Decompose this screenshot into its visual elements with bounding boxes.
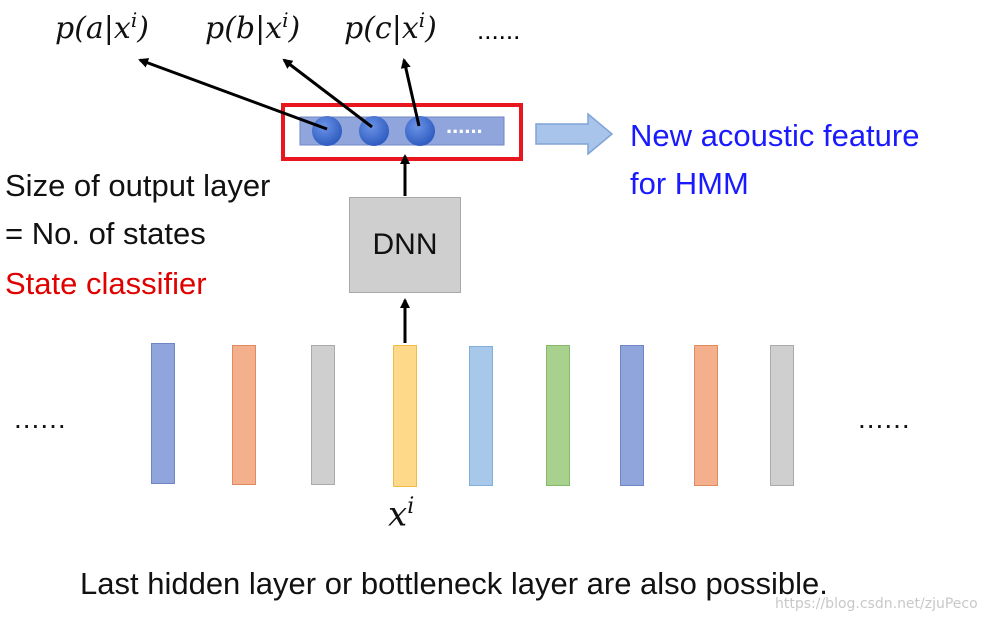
input-frame-bar xyxy=(546,345,570,486)
ellipsis-left: ...... xyxy=(14,403,67,434)
arrow-node-b-to-prob xyxy=(282,58,373,129)
input-frame-bar xyxy=(620,345,644,486)
ellipsis-right: ...... xyxy=(858,403,911,434)
dnn-label: DNN xyxy=(372,228,438,261)
dnn-box: DNN xyxy=(349,197,461,293)
input-frame-bar xyxy=(770,345,794,486)
output-node-a xyxy=(312,116,342,146)
prob-b-label: p(b|xi) xyxy=(205,8,301,46)
input-label: xi xyxy=(388,494,415,535)
input-frame-bar-current xyxy=(393,345,417,487)
state-classifier-text: State classifier xyxy=(5,266,207,301)
num-states-text: = No. of states xyxy=(5,216,206,251)
prob-c-label: p(c|xi) xyxy=(344,8,437,46)
feature-label-line2: for HMM xyxy=(630,166,749,201)
output-bar-dots: ...... xyxy=(446,113,483,138)
output-node-c xyxy=(405,116,435,146)
feature-label-line1: New acoustic feature xyxy=(630,118,920,153)
arrow-node-c-to-prob xyxy=(400,58,421,127)
caption-text: Last hidden layer or bottleneck layer ar… xyxy=(80,566,828,601)
watermark-text: https://blog.csdn.net/zjuPeco xyxy=(775,596,978,612)
feature-block-arrow xyxy=(535,112,614,156)
prob-trailing-dots: ...... xyxy=(477,15,521,45)
output-layer-size-text: Size of output layer xyxy=(5,168,271,203)
input-frame-bar xyxy=(151,343,175,484)
input-frame-bar xyxy=(232,345,256,485)
input-frame-bar xyxy=(694,345,718,486)
arrow-node-a-to-prob xyxy=(138,58,328,131)
input-frame-bar xyxy=(469,346,493,486)
input-frame-bar xyxy=(311,345,335,485)
prob-a-label: p(a|xi) xyxy=(55,8,149,46)
